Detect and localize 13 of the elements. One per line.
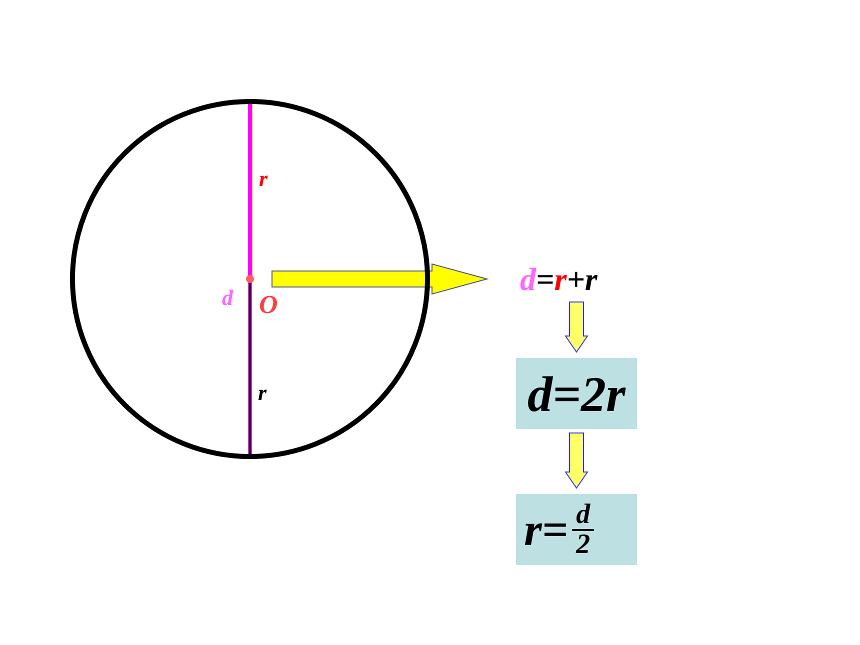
block-arrow [564,432,588,489]
formula-text: r= [524,506,568,552]
block-arrow [564,302,588,353]
radius-label: r [259,168,268,190]
formula-text: d=2r [528,368,626,418]
fraction: d 2 [572,500,594,558]
formula-text: d=r+r [520,263,598,295]
formula-box [516,358,637,429]
center-label: O [259,292,278,318]
diameter-label: d [222,287,233,309]
radius-label: r [258,382,267,404]
formula-box [516,494,637,565]
block-arrow [272,263,489,295]
